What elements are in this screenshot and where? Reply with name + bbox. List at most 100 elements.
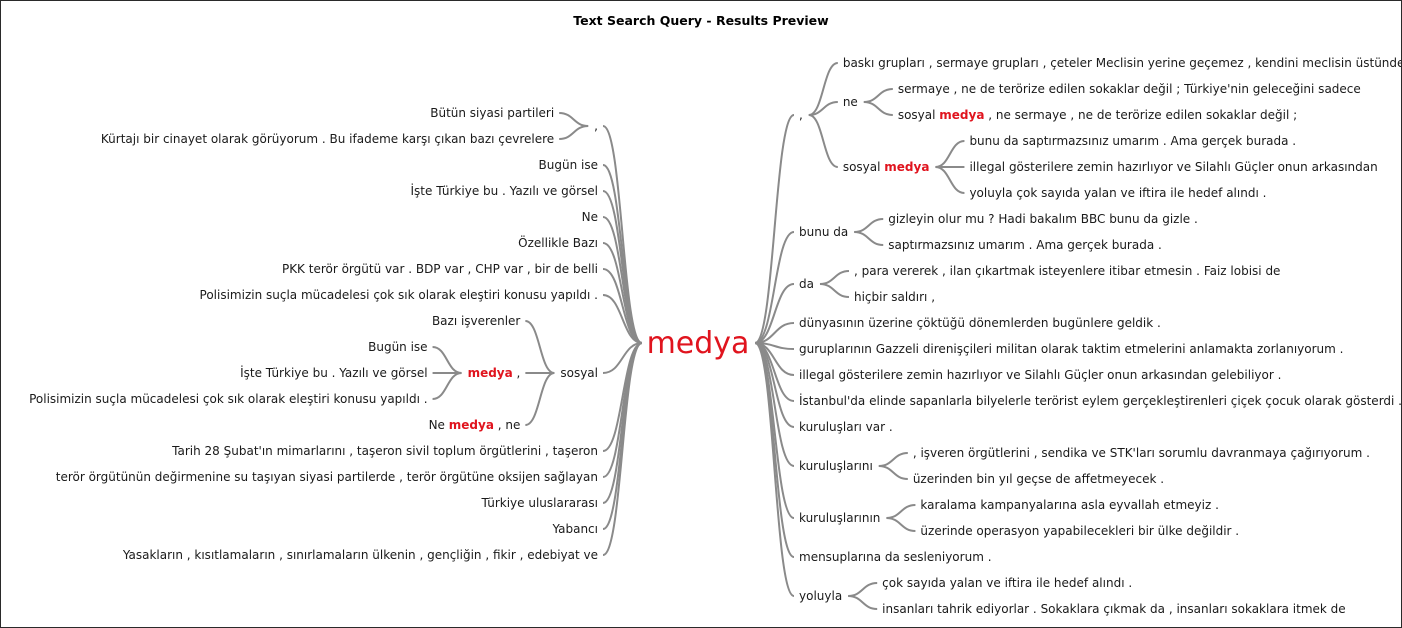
connector-line	[878, 452, 908, 467]
tree-node-label[interactable]: saptırmazsınız umarım . Ama gerçek burad…	[888, 238, 1162, 252]
connector-line	[602, 342, 643, 556]
connector-line	[602, 125, 643, 344]
tree-node-label[interactable]: baskı grupları , sermaye grupları , çete…	[843, 56, 1401, 70]
tree-node-label[interactable]: mensuplarına da sesleniyorum .	[799, 550, 992, 564]
connector-line	[808, 62, 839, 116]
tree-node-label[interactable]: İşte Türkiye bu . Yazılı ve görsel	[411, 183, 598, 198]
tree-node-label[interactable]: sosyal	[560, 366, 598, 380]
tree-node-label[interactable]: dünyasının üzerine çöktüğü dönemlerden b…	[799, 316, 1161, 330]
tree-node-label[interactable]: Polisimizin suçla mücadelesi çok sık ola…	[29, 392, 427, 406]
connector-lines	[432, 62, 965, 610]
root-keyword[interactable]: medya	[647, 326, 750, 361]
tree-node-label[interactable]: Ne medya , ne	[429, 418, 521, 432]
tree-node-label[interactable]: Tarih 28 Şubat'ın mimarlarını , taşeron …	[171, 444, 598, 458]
connector-line	[863, 88, 893, 103]
tree-node-label[interactable]: insanları tahrik ediyorlar . Sokaklara ç…	[882, 602, 1346, 616]
phrase-fragment: , ne sermaye , ne de terörize edilen sok…	[984, 108, 1297, 122]
keyword-highlight: medya	[939, 108, 984, 122]
tree-node-label[interactable]: medya ,	[468, 366, 521, 380]
tree-node-label[interactable]: Ne	[582, 210, 598, 224]
connector-line	[432, 346, 462, 374]
tree-node-label[interactable]: illegal gösterilere zemin hazırlıyor ve …	[799, 368, 1281, 382]
tree-node-label[interactable]: ,	[594, 119, 598, 133]
tree-node-label[interactable]: sosyal medya	[843, 160, 930, 174]
phrase-fragment: sosyal	[843, 160, 884, 174]
phrase-fragment: Ne	[429, 418, 449, 432]
page-title: Text Search Query - Results Preview	[573, 13, 829, 28]
connector-line	[602, 342, 643, 374]
tree-node-label[interactable]: sermaye , ne de terörize edilen sokaklar…	[898, 82, 1361, 96]
connector-line	[559, 112, 589, 127]
connector-line	[819, 283, 850, 298]
tree-node-label[interactable]: bunu da	[799, 225, 848, 239]
tree-node-label[interactable]: gizleyin olur mu ? Hadi bakalım BBC bunu…	[888, 212, 1198, 226]
tree-node-label[interactable]: Kürtajı bir cinayet olarak görüyorum . B…	[101, 132, 554, 146]
connector-line	[848, 595, 878, 610]
tree-node-label[interactable]: üzerinden bin yıl geçse de affetmeyecek …	[913, 472, 1164, 486]
tree-node-label[interactable]: Polisimizin suçla mücadelesi çok sık ola…	[200, 288, 598, 302]
tree-node-label[interactable]: Bugün ise	[539, 158, 598, 172]
tree-node-label[interactable]: İstanbul'da elinde sapanlarla bilyelerle…	[799, 393, 1401, 408]
connector-line	[754, 114, 795, 344]
connector-line	[854, 218, 884, 233]
tree-node-label[interactable]: yoluyla çok sayıda yalan ve iftira ile h…	[969, 186, 1266, 200]
tree-node-label[interactable]: da	[799, 277, 814, 291]
tree-node-label[interactable]: Bütün siyasi partileri	[430, 106, 554, 120]
connector-line	[808, 101, 838, 116]
tree-node-label[interactable]: kuruluşlarını	[799, 459, 873, 473]
tree-node-label[interactable]: üzerinde operasyon yapabilecekleri bir ü…	[920, 524, 1239, 538]
connector-line	[432, 372, 462, 400]
connector-line	[602, 164, 643, 344]
connector-line	[878, 465, 908, 480]
keyword-highlight: medya	[468, 366, 513, 380]
connector-line	[602, 294, 643, 344]
tree-node-label[interactable]: guruplarının Gazzeli direnişçileri milit…	[799, 342, 1343, 356]
tree-node-label[interactable]: sosyal medya , ne sermaye , ne de teröri…	[898, 108, 1297, 122]
phrase-fragment: sosyal	[898, 108, 939, 122]
connector-line	[754, 342, 795, 428]
tree-node-label[interactable]: Yabancı	[551, 522, 598, 536]
connector-line	[854, 231, 884, 246]
tree-node-label[interactable]: terör örgütünün değirmenine su taşıyan s…	[56, 470, 598, 484]
node-labels: , baskı grupları , sermaye grupları , çet…	[29, 56, 1401, 616]
tree-node-label[interactable]: Bugün ise	[368, 340, 427, 354]
tree-node-label[interactable]: Bazı işverenler	[432, 314, 520, 328]
tree-node-label[interactable]: ne	[843, 95, 858, 109]
connector-line	[819, 270, 850, 285]
tree-node-label[interactable]: İşte Türkiye bu . Yazılı ve görsel	[240, 365, 427, 380]
connector-line	[559, 125, 589, 140]
tree-node-label[interactable]: hiçbir saldırı ,	[854, 290, 935, 304]
tree-node-label[interactable]: çok sayıda yalan ve iftira ile hedef alı…	[882, 576, 1132, 590]
tree-node-label[interactable]: Özellikle Bazı	[518, 234, 598, 250]
connector-line	[525, 372, 555, 426]
connector-line	[935, 140, 965, 168]
connector-line	[863, 101, 893, 116]
connector-line	[935, 166, 965, 194]
tree-node-label[interactable]: karalama kampanyalarına asla eyvallah et…	[920, 498, 1218, 512]
keyword-highlight: medya	[449, 418, 494, 432]
tree-node-label[interactable]: , işveren örgütlerini , sendika ve STK'l…	[913, 446, 1370, 460]
connector-line	[848, 582, 878, 597]
tree-node-label[interactable]: yoluyla	[799, 589, 842, 603]
connector-line	[525, 320, 555, 374]
tree-node-label[interactable]: kuruluşları var .	[799, 420, 893, 434]
connector-line	[754, 231, 795, 344]
connector-line	[602, 342, 643, 504]
tree-node-label[interactable]: ,	[799, 108, 803, 122]
connector-line	[754, 283, 795, 344]
tree-node-label[interactable]: , para vererek , ilan çıkartmak isteyenl…	[854, 264, 1280, 278]
keyword-highlight: medya	[884, 160, 929, 174]
connector-line	[754, 342, 795, 597]
tree-node-label[interactable]: bunu da saptırmazsınız umarım . Ama gerç…	[969, 134, 1296, 148]
connector-line	[886, 504, 916, 519]
tree-node-label[interactable]: PKK terör örgütü var . BDP var , CHP var…	[282, 262, 598, 276]
connector-line	[886, 517, 916, 532]
tree-node-label[interactable]: Yasakların , kısıtlamaların , sınırlamal…	[122, 548, 598, 562]
phrase-fragment: ,	[513, 366, 521, 380]
tree-node-label[interactable]: Türkiye uluslararası	[481, 496, 598, 510]
phrase-fragment: , ne	[494, 418, 520, 432]
tree-node-label[interactable]: illegal gösterilere zemin hazırlıyor ve …	[969, 160, 1377, 174]
tree-node-label[interactable]: kuruluşlarının	[799, 511, 880, 525]
